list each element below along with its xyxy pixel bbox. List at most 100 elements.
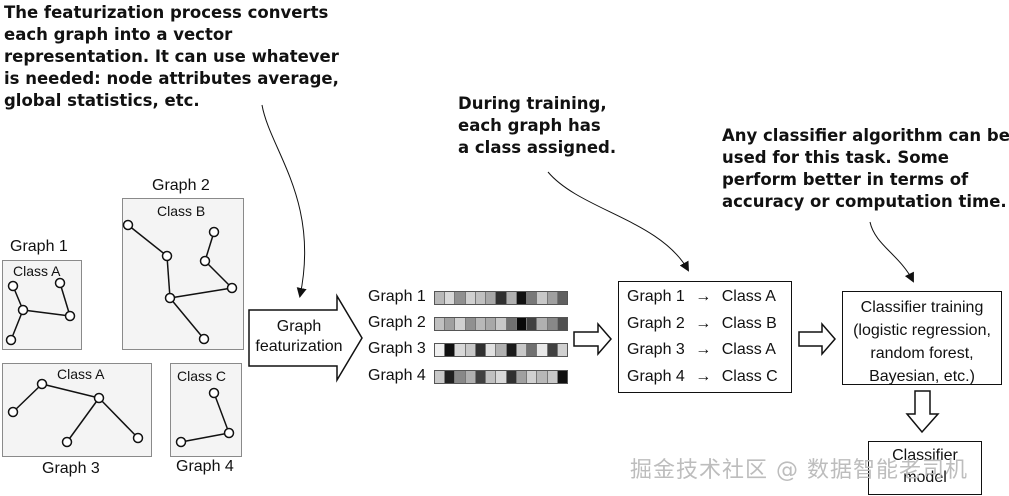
assignment-to-training-arrow <box>798 321 836 357</box>
vector-cell <box>496 344 507 356</box>
assignment-graph: Graph 4 <box>627 368 685 385</box>
vector-cell <box>486 318 497 330</box>
vector-cell <box>506 318 517 330</box>
vector-cell <box>506 344 517 356</box>
vector-cell <box>506 292 517 304</box>
vector-cell <box>465 344 476 356</box>
vector-cell <box>516 371 528 383</box>
vector-cell <box>486 344 497 356</box>
annotation-line: Any classifier algorithm can be <box>722 126 1009 145</box>
annotation-line: each graph into a vector <box>4 25 233 44</box>
assignment-graph: Graph 1 <box>627 288 685 305</box>
classifier-callout-arrow <box>869 221 914 283</box>
vector-cell <box>527 371 538 383</box>
vector-cell <box>516 344 528 356</box>
vector-label-graph4: Graph 4 <box>368 367 426 384</box>
text-line: random forest, <box>870 345 974 362</box>
feature-vector-graph3 <box>434 343 568 357</box>
assignment-class: Class A <box>721 341 776 358</box>
text-line: Bayesian, etc.) <box>869 368 975 385</box>
annotation-line: accuracy or computation time. <box>722 192 1007 211</box>
vector-cell <box>475 344 487 356</box>
training-annotation: During training, each graph has a class … <box>458 93 616 159</box>
vector-cell <box>547 318 558 330</box>
vector-cell <box>506 371 517 383</box>
assignment-row-3: Graph 3 → Class A <box>627 341 776 359</box>
vector-cell <box>455 371 466 383</box>
graph4-class: Class C <box>177 368 227 384</box>
graph2-box: Class B <box>122 198 244 350</box>
vector-cell <box>435 318 446 330</box>
classifier-model-text: Classifier model <box>869 445 981 489</box>
vector-cell <box>435 371 446 383</box>
feature-vector-graph4 <box>434 370 568 384</box>
featurization-label-2: featurization <box>255 338 342 355</box>
training-callout-arrow <box>547 171 689 272</box>
class-assignment-box: Graph 1 → Class A Graph 2 → Class B Grap… <box>618 281 792 393</box>
annotation-line: global statistics, etc. <box>4 91 200 110</box>
vector-label-graph3: Graph 3 <box>368 340 426 357</box>
vector-cell <box>455 318 466 330</box>
annotation-line: a class assigned. <box>458 138 617 157</box>
vector-cell <box>486 371 497 383</box>
vector-cell <box>527 344 538 356</box>
vector-cell <box>475 292 487 304</box>
assignment-graph: Graph 3 <box>627 341 685 358</box>
vector-cell <box>516 292 528 304</box>
right-arrow-icon: → <box>695 368 712 385</box>
vector-cell <box>475 371 487 383</box>
feature-vector-graph2 <box>434 317 568 331</box>
vector-cell <box>475 318 487 330</box>
right-arrow-icon: → <box>695 288 712 305</box>
vector-cell <box>445 318 456 330</box>
vector-cell <box>496 371 507 383</box>
classifier-training-text: Classifier training (logistic regression… <box>843 296 1001 388</box>
assignment-class: Class A <box>721 288 776 305</box>
vector-cell <box>486 292 497 304</box>
assignment-row-4: Graph 4 → Class C <box>627 368 778 386</box>
watermark: 掘金技术社区 @ 数据智能老司机 <box>630 458 968 483</box>
vector-cell <box>557 371 568 383</box>
featurization-callout-arrow <box>261 104 307 298</box>
featurization-annotation: The featurization process converts each … <box>4 2 339 112</box>
annotation-line: The featurization process converts <box>4 3 329 22</box>
vector-cell <box>435 292 446 304</box>
assignment-graph: Graph 2 <box>627 315 685 332</box>
graph1-box: Class A <box>2 260 82 350</box>
vector-cell <box>435 344 446 356</box>
vector-label-graph2: Graph 2 <box>368 314 426 331</box>
vector-cell <box>557 344 568 356</box>
vector-cell <box>445 292 456 304</box>
annotation-line: During training, <box>458 94 607 113</box>
graph1-class: Class A <box>13 263 61 279</box>
right-arrow-icon: → <box>695 315 712 332</box>
graph2-title: Graph 2 <box>152 177 210 194</box>
graph1-title: Graph 1 <box>10 238 68 255</box>
vector-cell <box>547 371 558 383</box>
vector-cell <box>557 292 568 304</box>
assignment-row-2: Graph 2 → Class B <box>627 315 777 333</box>
featurization-arrow <box>248 293 363 383</box>
classifier-model-box: Classifier model <box>868 441 982 495</box>
training-to-model-arrow <box>905 390 940 434</box>
annotation-line: used for this task. Some <box>722 148 949 167</box>
vector-cell <box>465 318 476 330</box>
vector-cell <box>537 292 548 304</box>
featurization-label-1: Graph <box>277 318 321 335</box>
annotation-line: perform better in terms of <box>722 170 969 189</box>
text-line: (logistic regression, <box>853 322 991 339</box>
vector-cell <box>547 292 558 304</box>
vector-cell <box>557 318 568 330</box>
vector-cell <box>445 371 456 383</box>
vector-cell <box>537 344 548 356</box>
vector-cell <box>455 292 466 304</box>
vector-cell <box>516 318 528 330</box>
vector-cell <box>496 292 507 304</box>
vector-to-assignment-arrow <box>573 321 612 357</box>
graph4-box: Class C <box>170 363 242 457</box>
vector-cell <box>465 292 476 304</box>
vector-cell <box>527 318 538 330</box>
vector-cell <box>465 371 476 383</box>
assignment-class: Class B <box>721 315 777 332</box>
vector-cell <box>537 371 548 383</box>
